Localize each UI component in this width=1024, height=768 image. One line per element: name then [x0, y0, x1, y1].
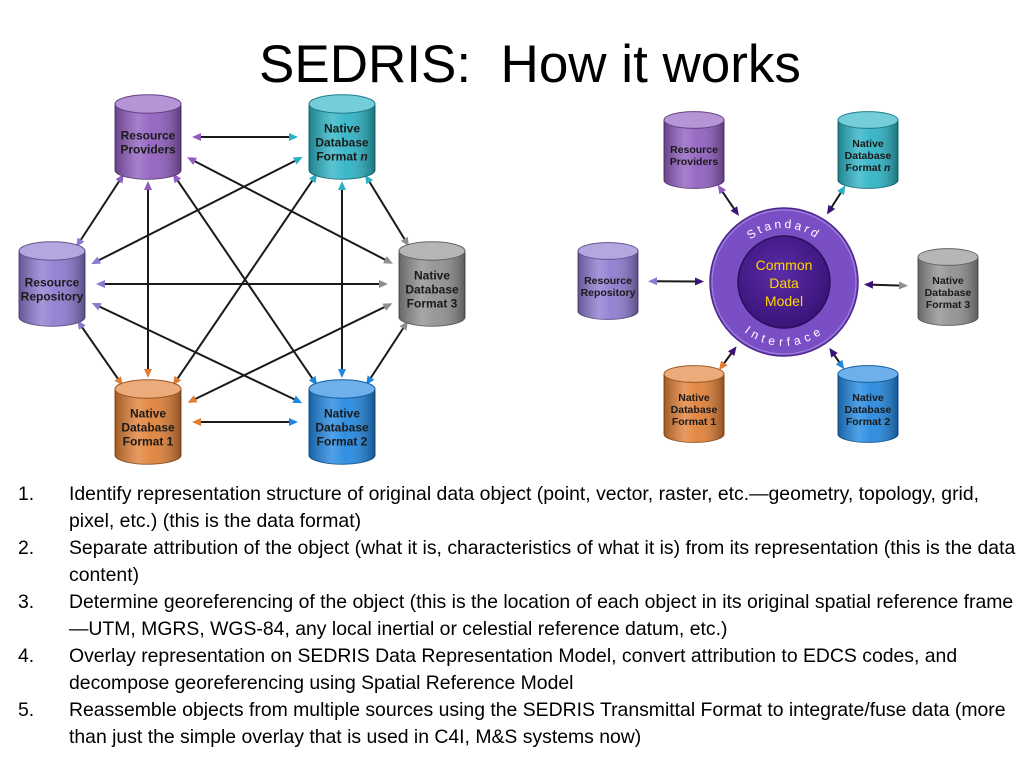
left-native-format-n-label-line1: Native: [324, 122, 360, 136]
step-item: 2. Separate attribution of the object (wh…: [18, 535, 1018, 589]
right-native-format-n-label-line1: Native: [852, 138, 884, 150]
left-link-resource-providers-native-format-3: [187, 157, 393, 264]
right-resource-providers-label-line2: Providers: [670, 156, 719, 168]
right-resource-repository-label-line2: Repository: [581, 287, 636, 299]
left-native-format-3-label-line2: Database: [405, 283, 459, 297]
right-native-format-2-label-line1: Native: [852, 392, 884, 404]
right-link-resource-providers-hub: [717, 184, 739, 216]
step-item: 5. Reassemble objects from multiple sourc…: [18, 697, 1018, 751]
right-resource-repository-label-line1: Resource: [584, 275, 632, 287]
right-link-native-format-1-hub: [718, 346, 737, 371]
left-native-format-1-label-line1: Native: [130, 407, 166, 421]
left-native-format-3-label-line1: Native: [414, 269, 450, 283]
left-link-native-format-2-native-format-1: [192, 418, 298, 426]
right-native-format-1-label-line2: Database: [671, 404, 718, 416]
slide-title: SEDRIS: How it works: [259, 35, 801, 94]
right-link-native-format-2-hub: [829, 347, 845, 370]
right-native-format-n-label-line3: Format n: [846, 162, 891, 174]
left-link-native-format-3-resource-repository: [96, 280, 388, 288]
left-resource-providers-label-line2: Providers: [120, 143, 176, 157]
right-native-format-2-label-line2: Database: [845, 404, 892, 416]
step-number: 3.: [18, 591, 35, 613]
step-number: 1.: [18, 483, 35, 505]
step-text: Identify representation structure of ori…: [69, 483, 980, 532]
step-number: 4.: [18, 645, 35, 667]
left-native-format-3-label-line3: Format 3: [407, 297, 458, 311]
right-resource-providers-label-line1: Resource: [670, 144, 718, 156]
step-number: 5.: [18, 699, 35, 721]
left-native-format-n-label-line3: Format n: [316, 150, 367, 164]
left-link-native-format-n-resource-repository: [91, 156, 303, 265]
right-native-format-1-label-line3: Format 1: [672, 416, 717, 428]
left-resource-repository-label-line2: Repository: [21, 290, 84, 304]
step-item: 4. Overlay representation on SEDRIS Data …: [18, 643, 1018, 697]
left-link-native-format-2-resource-repository: [91, 302, 303, 404]
step-text: Reassemble objects from multiple sources…: [69, 699, 1006, 748]
left-link-native-format-1-resource-repository: [77, 320, 123, 386]
step-text: Overlay representation on SEDRIS Data Re…: [69, 645, 958, 694]
right-native-format-2-label-line3: Format 2: [846, 416, 891, 428]
right-native-format-1-label-line1: Native: [678, 392, 710, 404]
core-label-line2: Data: [769, 275, 799, 291]
left-link-native-format-n-native-format-2: [338, 181, 346, 378]
left-link-native-format-3-native-format-2: [366, 320, 408, 386]
step-item: 1. Identify representation structure of o…: [18, 481, 1018, 535]
common-data-model-hub: Standard Interface Common Data Model: [709, 207, 859, 357]
step-text: Separate attribution of the object (what…: [69, 537, 1016, 586]
right-native-format-n-label-line2: Database: [845, 150, 892, 162]
core-label-line1: Common: [756, 257, 813, 273]
right-native-format-3-label-line2: Database: [925, 287, 972, 299]
right-native-format-3-label-line1: Native: [932, 275, 964, 287]
left-native-format-1-label-line3: Format 1: [123, 435, 174, 449]
left-link-resource-providers-resource-repository: [76, 173, 124, 248]
left-link-native-format-3-native-format-1: [187, 303, 393, 403]
left-native-format-n-label-line2: Database: [315, 136, 369, 150]
step-text: Determine georeferencing of the object (…: [69, 591, 1014, 640]
left-link-resource-providers-native-format-n: [192, 133, 298, 141]
step-number: 2.: [18, 537, 35, 559]
left-native-format-2-label-line1: Native: [324, 407, 360, 421]
left-native-format-2-label-line2: Database: [315, 421, 369, 435]
right-link-resource-repository-hub: [647, 277, 705, 286]
core-label-line3: Model: [765, 293, 803, 309]
right-link-native-format-n-hub: [826, 185, 846, 215]
left-link-resource-providers-native-format-1: [144, 181, 152, 378]
left-native-format-1-label-line2: Database: [121, 421, 175, 435]
steps-list: 1. Identify representation structure of o…: [18, 481, 1018, 751]
left-resource-repository-label-line1: Resource: [25, 276, 80, 290]
right-diagram-connectors: [647, 184, 909, 371]
left-native-format-2-label-line3: Format 2: [317, 435, 368, 449]
step-item: 3. Determine georeferencing of the object…: [18, 589, 1018, 643]
right-native-format-3-label-line3: Format 3: [926, 299, 971, 311]
left-diagram-connectors: [76, 133, 410, 426]
left-link-native-format-n-native-format-3: [364, 174, 410, 247]
right-link-native-format-3-hub: [863, 280, 909, 290]
left-resource-providers-label-line1: Resource: [121, 129, 176, 143]
